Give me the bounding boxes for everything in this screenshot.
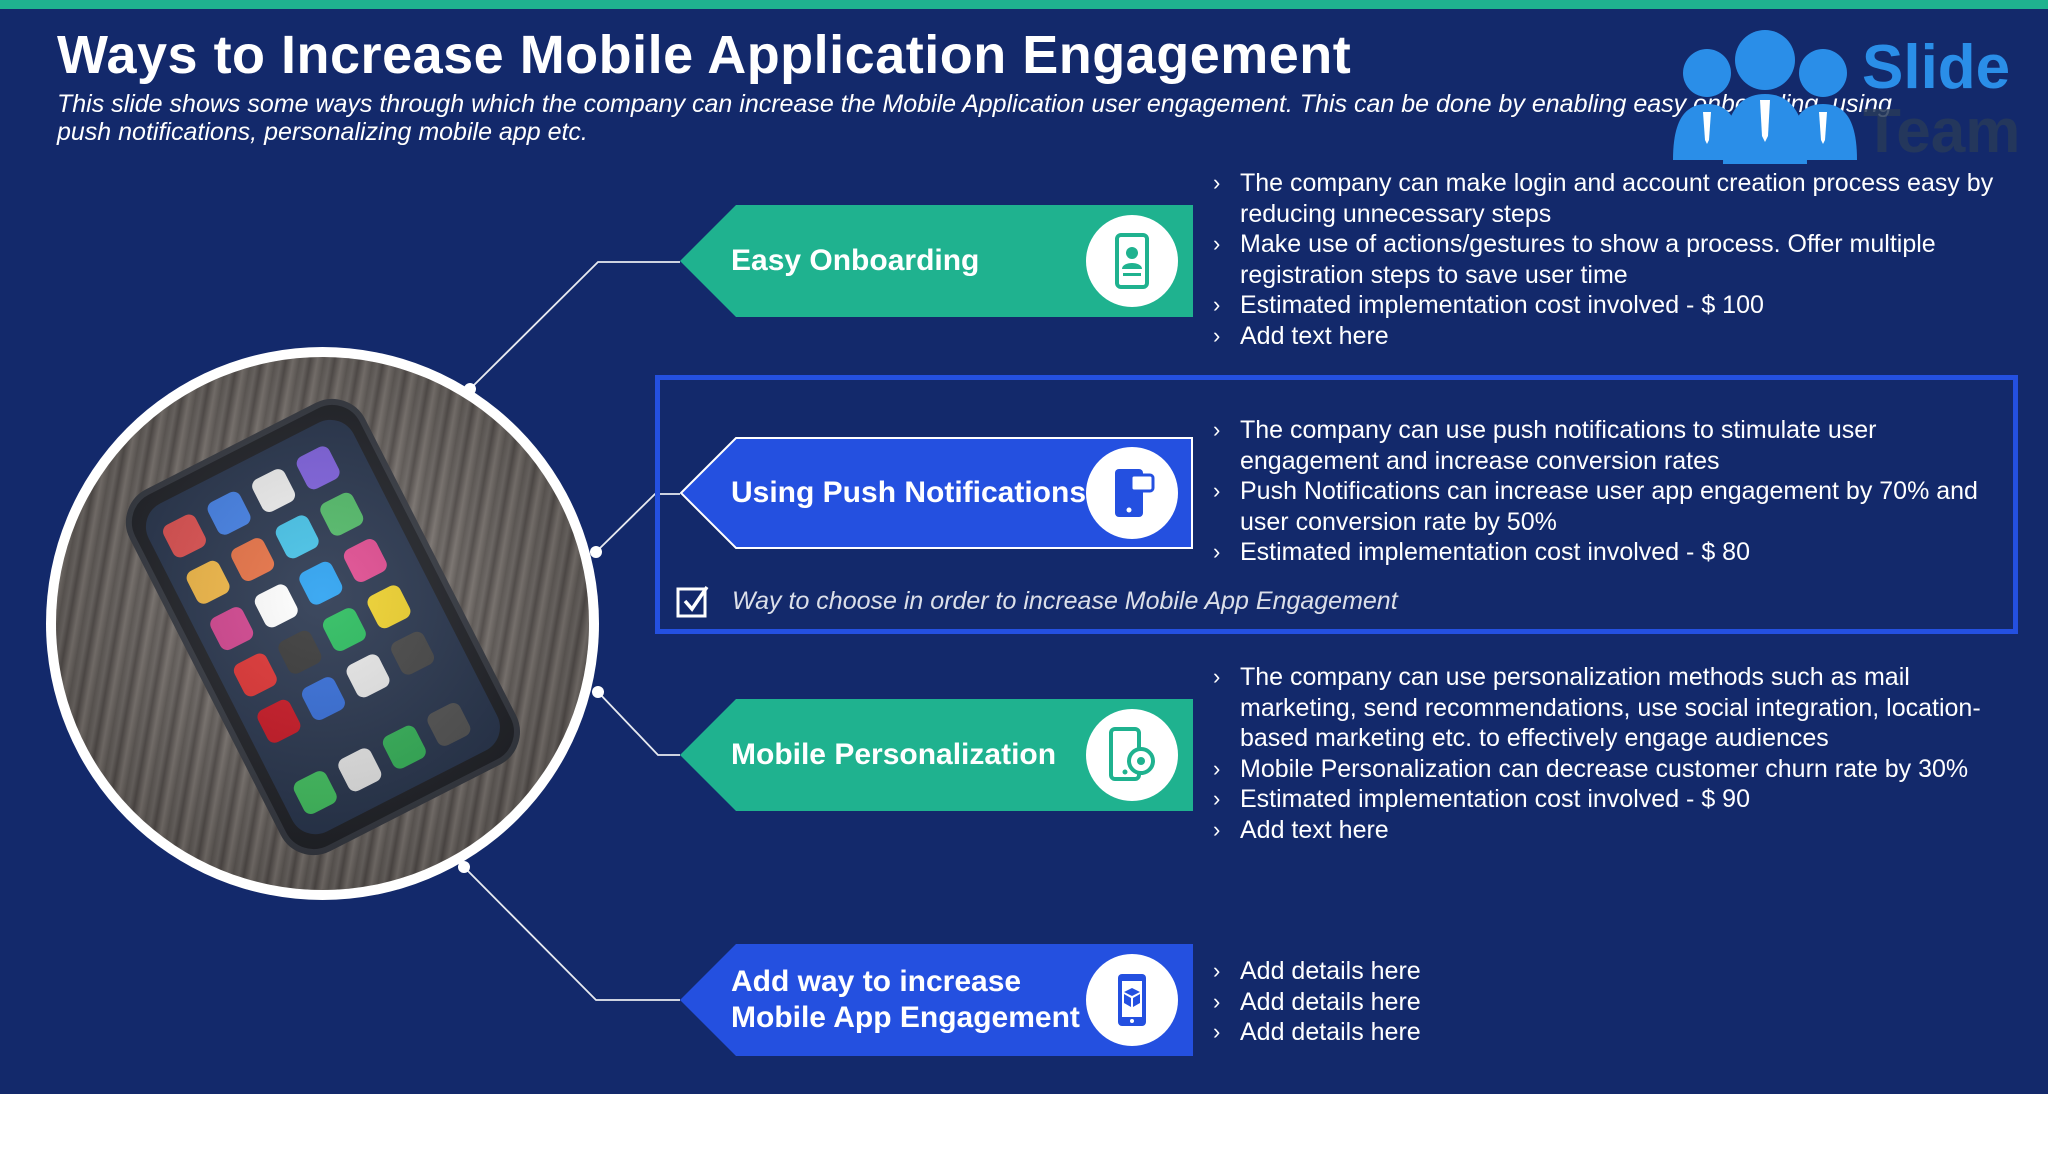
slideteam-logo: Slide Team [1665,28,2025,168]
option-easy-onboarding[interactable]: Easy Onboarding [680,205,1193,317]
bullet-item: Estimated implementation cost involved -… [1210,537,2010,568]
slide-title: Ways to Increase Mobile Application Enga… [57,25,1352,85]
label-shape [680,205,1193,317]
phone-settings-icon [1086,709,1178,801]
option-add-way[interactable]: Add way to increase Mobile App Engagemen… [680,944,1193,1056]
easy-onboarding-details: The company can make login and account c… [1210,168,2010,351]
label-shape [680,699,1193,811]
bullet-item: Add details here [1210,987,2010,1018]
bullet-item: Add details here [1210,1017,2010,1048]
option-label: Add way to increase Mobile App Engagemen… [731,965,1080,1034]
option-label: Mobile Personalization [731,738,1057,771]
phone-app-icon [1086,954,1178,1046]
push-notification-icon [1086,447,1178,539]
bullet-item: Estimated implementation cost involved -… [1210,784,2010,815]
smartphone-image [125,398,520,856]
chosen-way-note: Way to choose in order to increase Mobil… [676,583,1398,619]
top-accent-bar [0,0,2048,9]
bullet-item: Add text here [1210,815,2010,846]
bullet-item: The company can use personalization meth… [1210,662,2010,754]
logo-text-team: Team [1863,97,2021,166]
chosen-way-text: Way to choose in order to increase Mobil… [732,586,1398,615]
connector-3 [597,691,680,756]
bullet-item: Mobile Personalization can decrease cust… [1210,754,2010,785]
option-using-push-notifications[interactable]: Using Push Notifications [680,437,1193,549]
add-way-details: Add details here Add details here Add de… [1210,956,2010,1048]
bullet-item: Make use of actions/gestures to show a p… [1210,229,2010,290]
slide: Ways to Increase Mobile Application Enga… [0,0,2048,1094]
connector-dot-2 [590,546,602,558]
bullet-item: Add details here [1210,956,2010,987]
slide-subtitle: This slide shows some ways through which… [57,90,1892,146]
option-label: Easy Onboarding [731,244,980,277]
label-shape [680,437,1193,549]
mobile-personalization-details: The company can use personalization meth… [1210,662,2010,845]
bullet-item: The company can make login and account c… [1210,168,2010,229]
bullet-item: Push Notifications can increase user app… [1210,476,2010,537]
logo-text-slide: Slide [1862,33,2011,102]
people-logo-icon [1673,30,1857,164]
onboarding-phone-icon [1086,215,1178,307]
checkbox-checked-icon [676,586,709,618]
push-notifications-details: The company can use push notifications t… [1210,415,2010,568]
bullet-item: The company can use push notifications t… [1210,415,2010,476]
selected-option-frame [655,375,2018,634]
connector-dot-3 [592,686,604,698]
bullet-item: Add text here [1210,321,2010,352]
bullet-item: Estimated implementation cost involved -… [1210,290,2010,321]
option-mobile-personalization[interactable]: Mobile Personalization [680,699,1193,811]
smartphone-photo [46,347,599,900]
label-shape [680,944,1193,1056]
option-label: Using Push Notifications [731,476,1087,509]
